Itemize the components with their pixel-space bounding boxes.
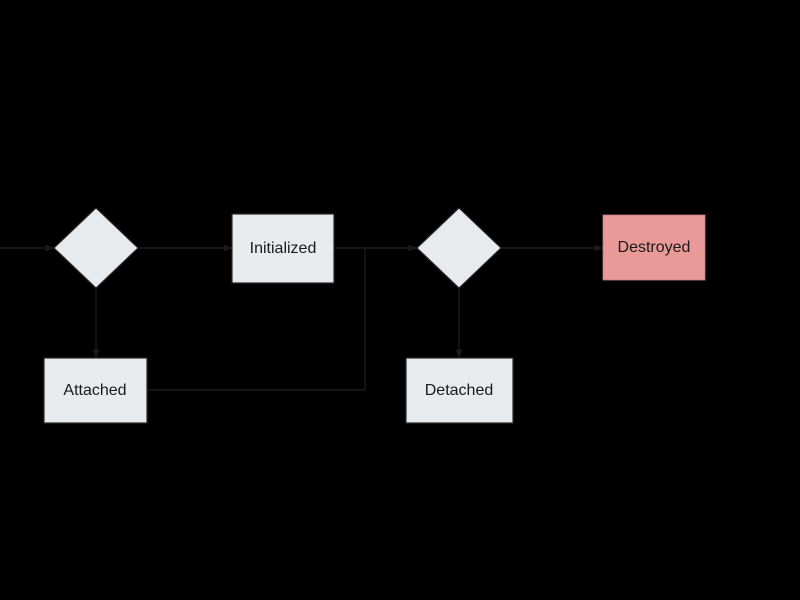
node-decision-1[interactable] — [53, 207, 139, 289]
rect-shape[interactable] — [231, 213, 335, 284]
node-destroyed[interactable]: Destroyed — [602, 214, 706, 281]
node-detached-label: Detached — [425, 382, 494, 399]
node-initialized[interactable]: Initialized — [231, 213, 335, 284]
rect-shape[interactable] — [43, 357, 148, 424]
node-detached[interactable]: Detached — [405, 357, 514, 424]
node-attached[interactable]: Attached — [43, 357, 148, 424]
edge-layer — [0, 244, 604, 391]
diamond-shape[interactable] — [416, 207, 502, 289]
rect-shape[interactable] — [602, 214, 706, 281]
node-layer: Initialized Destroyed Attached Detached — [43, 207, 706, 424]
node-decision-2[interactable] — [416, 207, 502, 289]
node-initialized-label: Initialized — [250, 240, 317, 257]
node-destroyed-label: Destroyed — [618, 239, 691, 256]
rect-shape[interactable] — [405, 357, 514, 424]
node-attached-label: Attached — [63, 382, 126, 399]
edge-attached-to-decision2 — [147, 248, 366, 391]
diamond-shape[interactable] — [53, 207, 139, 289]
